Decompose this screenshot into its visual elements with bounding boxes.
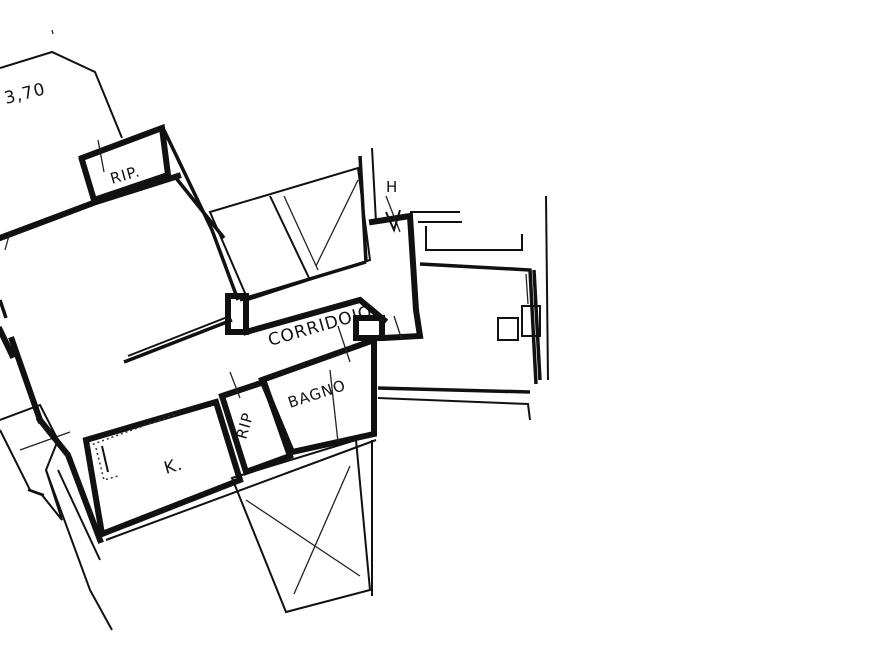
storage-room-bottom (218, 371, 294, 476)
kitchen (82, 398, 377, 541)
room-label-rip-bottom: RIP (233, 410, 258, 441)
living-room-walls (0, 129, 240, 424)
dimension-label: 3,70 (2, 79, 47, 109)
corridor (242, 195, 460, 342)
right-room (377, 195, 549, 421)
room-label-bagno: BAGNO (286, 376, 349, 412)
terrace-bottom (230, 438, 373, 614)
left-lower-walls (0, 403, 113, 631)
top-bay-outline (0, 29, 123, 139)
entrance-marker: H (386, 178, 398, 196)
room-label-kitchen: K. (162, 454, 185, 478)
storage-room-top (78, 123, 172, 204)
living-partition (123, 293, 249, 364)
terrace-top (208, 147, 377, 302)
